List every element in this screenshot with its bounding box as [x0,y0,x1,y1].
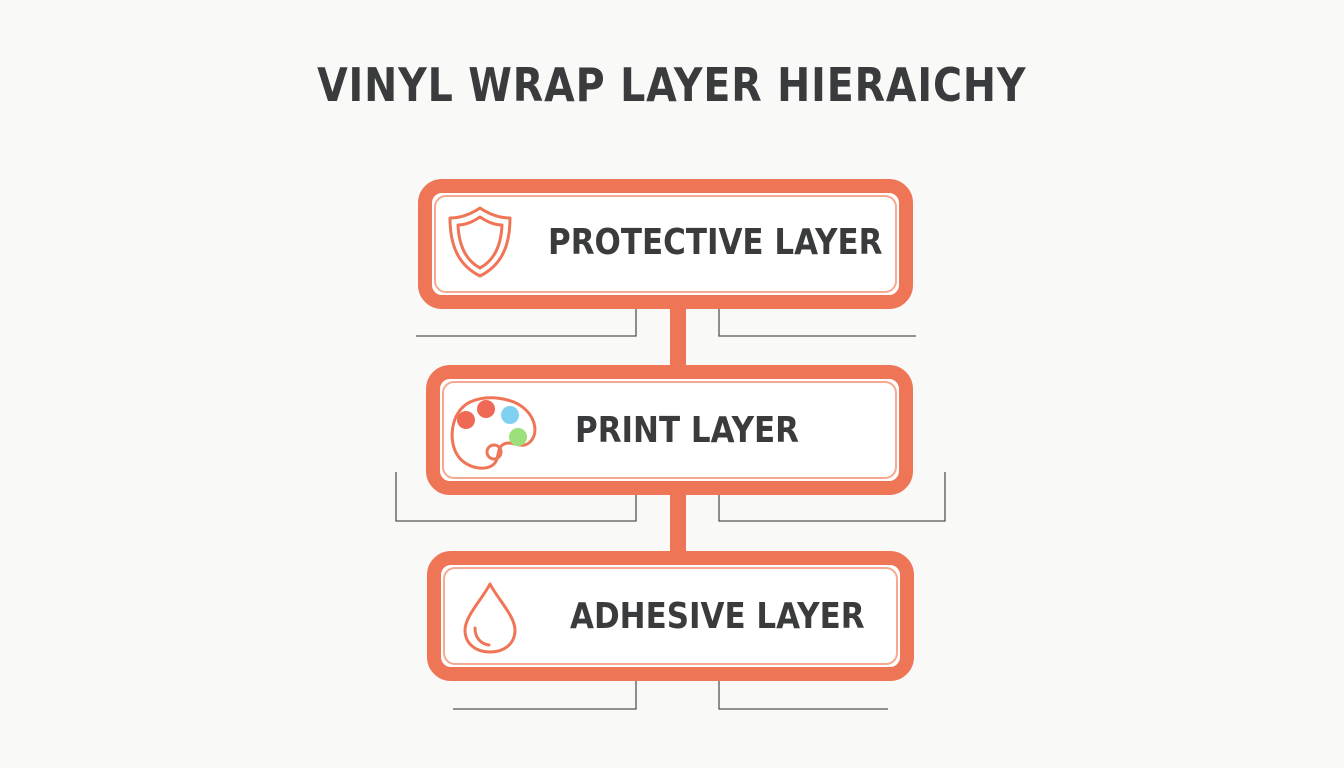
layer-label-protective: PROTECTIVE LAYER [548,222,883,263]
layer-box-adhesive [427,551,914,681]
layer-box-protective [418,179,913,309]
droplet-icon [459,580,521,660]
shield-icon [446,204,514,284]
guide-line-protective-right [718,308,916,337]
guide-line-adhesive-right [718,680,888,710]
guide-line-adhesive-left [453,680,637,710]
diagram-title: VINYL WRAP LAYER HIERAICHY [317,58,1027,112]
connector-print-adhesive [670,486,686,558]
guide-line-protective-left [416,308,637,337]
palette-icon [448,396,540,474]
layer-box-print [426,365,913,495]
guide-line-print-left [395,472,637,522]
guide-line-print-right [718,472,946,522]
connector-protective-print [670,300,686,372]
layer-label-adhesive: ADHESIVE LAYER [570,596,865,637]
layer-label-print: PRINT LAYER [575,410,800,451]
